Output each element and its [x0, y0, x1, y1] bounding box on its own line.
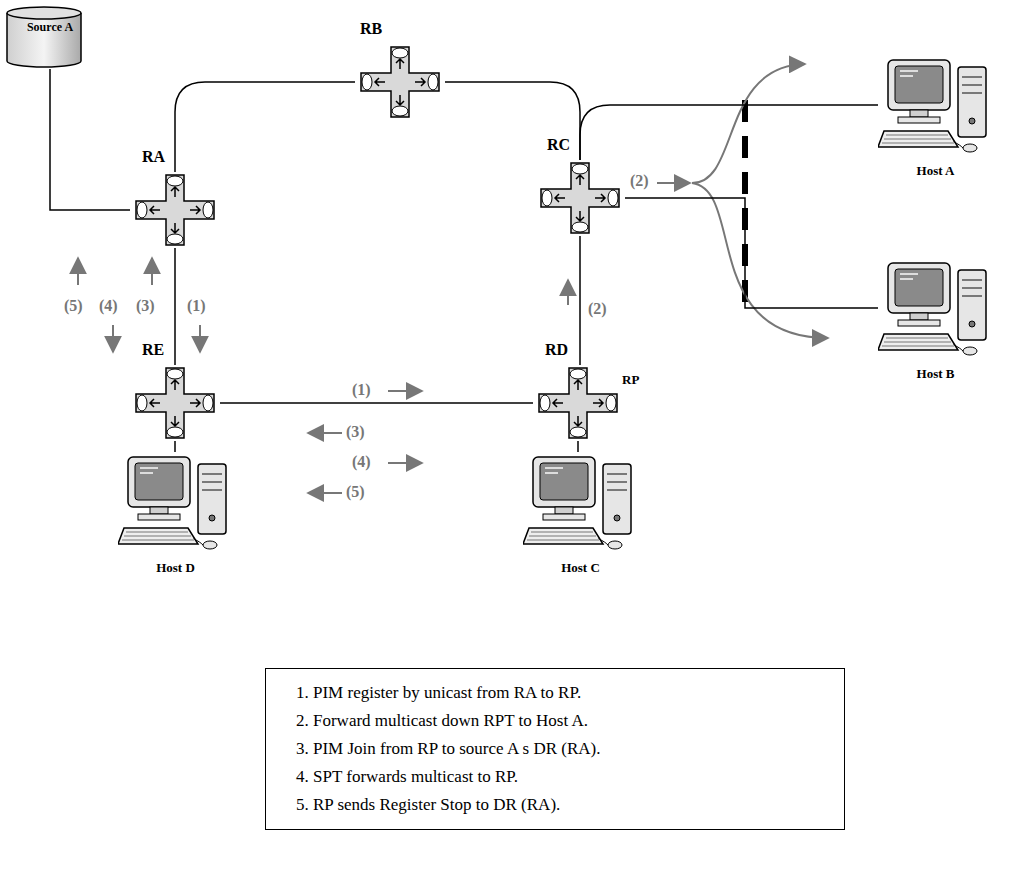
callout-number: (5): [346, 483, 365, 501]
router: RE: [130, 365, 220, 441]
router: RB: [355, 44, 445, 120]
flow-curve: [692, 64, 805, 183]
computer-icon: [118, 452, 233, 552]
host-name: Host C: [523, 560, 638, 576]
flow-arrow: [308, 492, 342, 494]
flow-arrow: [77, 258, 79, 285]
router-symbol: [533, 365, 623, 441]
callout-number: (2): [588, 300, 607, 318]
link-line: [625, 198, 878, 308]
link-line: [445, 82, 580, 160]
legend-box: 1. PIM register by unicast from RA to RP…: [265, 668, 845, 830]
computer-icon: [878, 55, 993, 155]
flow-arrow: [308, 432, 342, 434]
link-line: [174, 248, 176, 365]
router-name: RA: [142, 148, 165, 166]
router: RA: [130, 172, 220, 248]
link-line: [174, 441, 176, 452]
flow-arrow: [388, 390, 422, 392]
host-name: Host B: [878, 366, 993, 382]
step-text: 1. PIM register by unicast from RA to RP…: [296, 679, 824, 707]
step-text: 4. SPT forwards multicast to RP.: [296, 763, 824, 791]
link-line: [580, 105, 878, 160]
computer-icon: [878, 258, 993, 358]
router-name: RB: [360, 20, 382, 38]
flow-arrow: [567, 280, 569, 305]
callout-number: (1): [187, 297, 206, 315]
callout-number: (4): [99, 297, 118, 315]
router-name: RC: [547, 136, 570, 154]
source-name: Source A: [5, 20, 95, 35]
rp-label: RP: [622, 372, 639, 388]
host: Host D: [118, 452, 233, 576]
link-line: [175, 82, 355, 172]
computer-icon: [118, 452, 233, 552]
flow-arrow: [657, 182, 690, 184]
router-symbol: [535, 160, 625, 236]
link-line: [50, 69, 130, 210]
callout-number: (2): [630, 172, 649, 190]
computer-icon: [523, 452, 638, 552]
link-line: [579, 236, 581, 365]
router-symbol: [130, 172, 220, 248]
computer-icon: [878, 55, 993, 155]
host: Host C: [523, 452, 638, 576]
router-symbol: [130, 365, 220, 441]
computer-icon: [523, 452, 638, 552]
callout-number: (3): [136, 297, 155, 315]
router-name: RD: [545, 341, 568, 359]
link-line: [220, 402, 533, 404]
router-name: RE: [142, 341, 164, 359]
callout-number: (3): [346, 423, 365, 441]
callout-number: (1): [352, 381, 371, 399]
link-line: [577, 441, 579, 452]
flow-curve: [692, 183, 828, 338]
step-text: 5. RP sends Register Stop to DR (RA).: [296, 791, 824, 819]
flow-arrow: [151, 258, 153, 285]
flow-arrow: [199, 325, 201, 352]
host-name: Host D: [118, 560, 233, 576]
step-text: 3. PIM Join from RP to source A s DR (RA…: [296, 735, 824, 763]
step-text: 2. Forward multicast down RPT to Host A.: [296, 707, 824, 735]
computer-icon: [878, 258, 993, 358]
host: Host A: [878, 55, 993, 179]
host-name: Host A: [878, 163, 993, 179]
source-cylinder: Source A: [5, 5, 95, 69]
callout-number: (4): [352, 453, 371, 471]
callout-number: (5): [64, 297, 83, 315]
host: Host B: [878, 258, 993, 382]
router: RC: [535, 160, 625, 236]
router-symbol: [355, 44, 445, 120]
flow-arrow: [112, 325, 114, 352]
source-cylinder: [5, 5, 83, 69]
router: RD: [533, 365, 623, 441]
flow-arrow: [388, 462, 422, 464]
